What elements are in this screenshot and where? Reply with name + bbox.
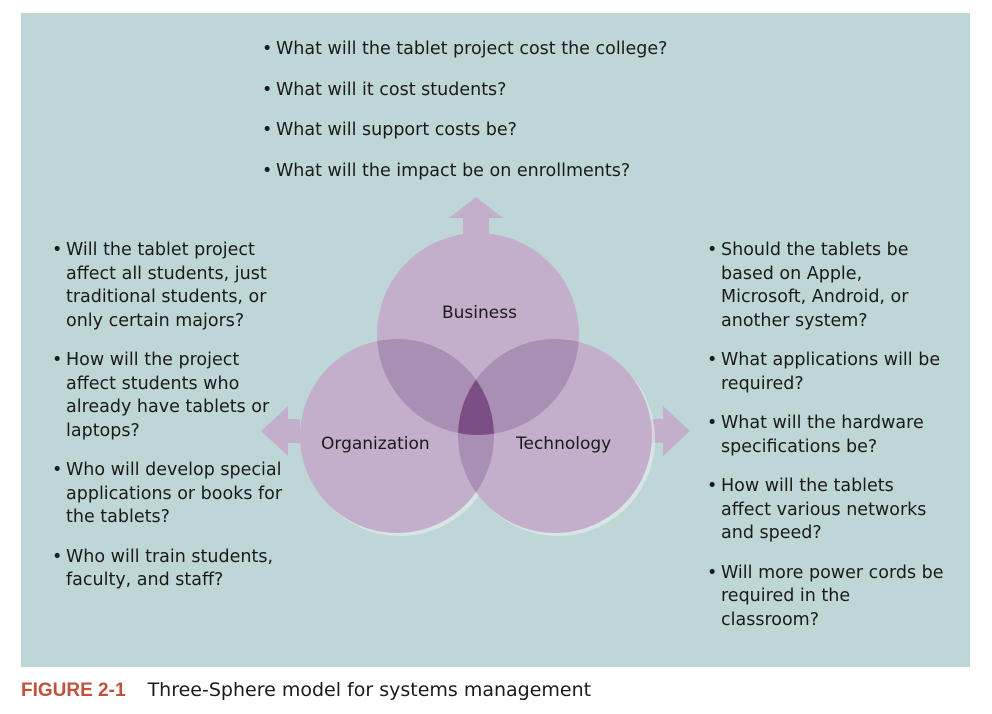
business-question: What will it cost students? (262, 79, 667, 103)
business-organization-overlap (377, 339, 494, 435)
figure-caption: FIGURE 2-1 Three-Sphere model for system… (21, 679, 591, 702)
organization-label: Organization (321, 434, 430, 454)
technology-label: Technology (516, 434, 612, 454)
organization-questions: Will the tablet project affect all stude… (52, 239, 292, 609)
technology-question: What will the hardware specifications be… (707, 412, 947, 459)
business-questions: What will the tablet project cost the co… (262, 38, 667, 200)
up-arrow (449, 197, 503, 236)
technology-question: How will the tablets affect various netw… (707, 475, 947, 546)
figure-number: FIGURE 2-1 (21, 680, 126, 701)
organization-question: Will the tablet project affect all stude… (52, 239, 292, 333)
technology-questions: Should the tablets be based on Apple, Mi… (707, 239, 947, 648)
organization-question: Who will develop special applications or… (52, 459, 292, 530)
organization-question: Who will train students, faculty, and st… (52, 546, 292, 593)
organization-question: How will the project affect students who… (52, 349, 292, 443)
technology-question: Will more power cords be required in the… (707, 562, 947, 633)
business-question: What will the impact be on enrollments? (262, 160, 667, 184)
technology-question: Should the tablets be based on Apple, Mi… (707, 239, 947, 333)
business-label: Business (442, 303, 517, 323)
technology-question: What applications will be required? (707, 349, 947, 396)
figure-title: Three-Sphere model for systems managemen… (147, 679, 592, 701)
business-question: What will support costs be? (262, 119, 667, 143)
business-technology-overlap (458, 339, 579, 435)
right-arrow (651, 406, 690, 456)
business-question: What will the tablet project cost the co… (262, 38, 667, 62)
